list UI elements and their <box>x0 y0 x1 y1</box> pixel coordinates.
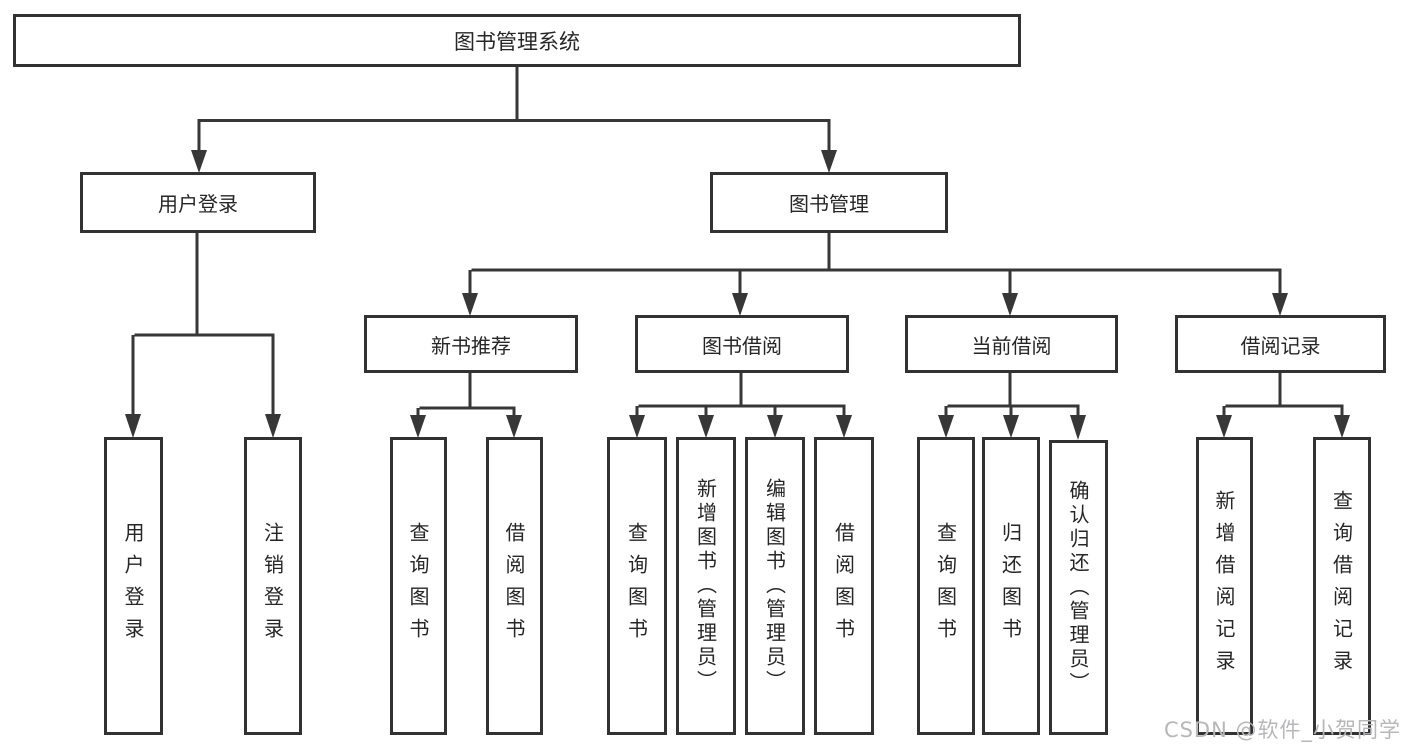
arrow-down-icon <box>938 415 954 438</box>
leaf-query-books-borrow: 查询图书 <box>607 437 667 735</box>
node-book-borrow: 图书借阅 <box>635 315 849 373</box>
arrow-down-icon <box>125 414 141 438</box>
leaf-borrow-books: 借阅图书 <box>814 437 874 735</box>
arrow-down-icon <box>767 415 783 438</box>
arrow-down-icon <box>1070 415 1086 440</box>
arrow-down-icon <box>265 414 281 438</box>
arrow-down-icon <box>506 415 522 438</box>
leaf-query-borrow-record: 查询借阅记录 <box>1313 437 1371 735</box>
leaf-borrow-books-recommend: 借阅图书 <box>486 437 543 735</box>
node-current-borrow: 当前借阅 <box>905 315 1118 373</box>
connector-root-to-level2 <box>197 66 831 152</box>
arrow-down-icon <box>821 150 837 173</box>
leaf-query-books-recommend: 查询图书 <box>390 437 447 735</box>
node-new-book-recommend: 新书推荐 <box>364 315 578 373</box>
arrow-down-icon <box>1272 293 1288 316</box>
leaf-user-login: 用户登录 <box>104 437 163 735</box>
csdn-watermark: CSDN @软件_小贺同学 <box>1163 718 1401 742</box>
arrow-down-icon <box>1002 293 1018 316</box>
leaf-query-books-current: 查询图书 <box>917 437 975 735</box>
arrow-down-icon <box>732 293 748 316</box>
connector-new-book-children <box>416 372 516 416</box>
leaf-add-books-admin: 新增图书（管理员） <box>676 437 736 735</box>
connector-borrow-children <box>635 372 846 416</box>
connector-user-login-children <box>131 232 275 416</box>
arrow-down-icon <box>1003 415 1019 438</box>
arrow-down-icon <box>836 415 852 438</box>
arrow-down-icon <box>1334 415 1350 438</box>
leaf-logout: 注销登录 <box>244 437 302 735</box>
node-root-system: 图书管理系统 <box>13 14 1021 67</box>
leaf-confirm-return-admin: 确认归还（管理员） <box>1049 440 1108 735</box>
leaf-add-borrow-record: 新增借阅记录 <box>1196 437 1253 735</box>
arrow-down-icon <box>462 293 478 316</box>
arrow-down-icon <box>698 415 714 438</box>
leaf-return-books: 归还图书 <box>982 437 1040 735</box>
leaf-edit-books-admin: 编辑图书（管理员） <box>745 437 805 735</box>
arrow-down-icon <box>629 415 645 438</box>
node-borrow-record: 借阅记录 <box>1175 315 1386 373</box>
node-book-management: 图书管理 <box>710 172 948 233</box>
connector-book-mgmt-children <box>468 232 1282 294</box>
node-user-login: 用户登录 <box>80 172 316 233</box>
arrow-down-icon <box>410 415 426 438</box>
arrow-down-icon <box>191 150 207 173</box>
connector-current-borrow-children <box>944 372 1080 416</box>
arrow-down-icon <box>1216 415 1232 438</box>
connector-record-children <box>1222 372 1344 416</box>
